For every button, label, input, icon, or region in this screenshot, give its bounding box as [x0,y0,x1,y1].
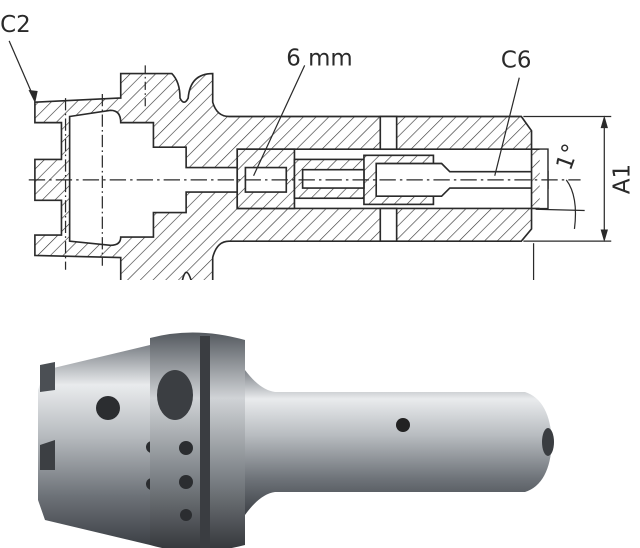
product-photo [38,332,554,548]
label-a1: A1 [610,164,636,194]
holder-cross-section [34,72,549,280]
flange [150,332,245,548]
label-angle: 1° [552,140,585,173]
label-6mm: 6 mm [286,45,352,71]
label-c2: C2 [0,12,31,38]
label-c6: C6 [501,47,532,73]
technical-drawing: C2 6 mm C6 B3 A1 1° [0,12,636,280]
hsk-taper [38,345,150,545]
leader-lines [8,40,612,280]
shank [245,370,552,515]
